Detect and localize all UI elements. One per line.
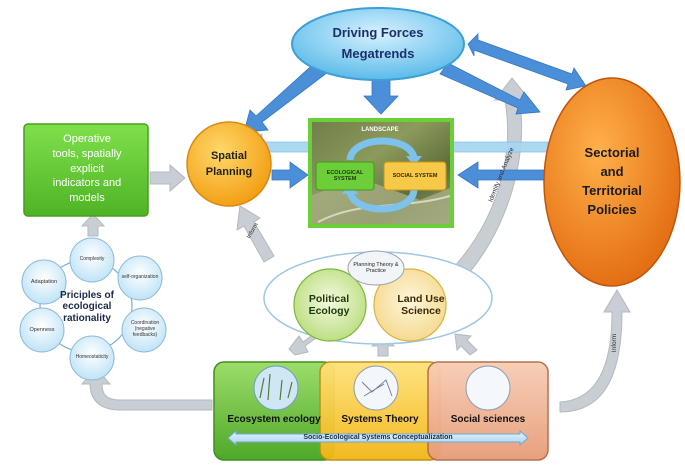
venn-left-label: Political Ecology — [308, 292, 350, 317]
venn-group — [263, 250, 493, 345]
social-sciences-image — [465, 365, 511, 411]
bubble-adaptation — [21, 259, 67, 305]
cycle-arrowhead-top — [406, 156, 422, 166]
principle-self-organization: self-organization — [121, 274, 159, 281]
venn-top-label: Planning Theory & Practice — [353, 261, 399, 274]
cycle-arrow-top — [346, 137, 418, 161]
operative-line3: explicit — [70, 162, 104, 175]
operative-line5: models — [69, 191, 105, 204]
principles-title: Priciples of ecological rationality — [60, 289, 114, 324]
socio-ecological-bar-label: Socio-Ecological Systems Conceptualizati… — [303, 433, 453, 441]
principle-adaptation: Adaptation — [30, 278, 58, 285]
sectorial-policies-ellipse — [543, 77, 681, 287]
arrow-identify-analyze — [454, 77, 532, 273]
inform-right-label: Inform — [611, 333, 619, 353]
socio-ecological-bar — [227, 429, 529, 447]
driving-forces-line1: Driving Forces — [332, 25, 424, 41]
sectorial-line3: Territorial — [582, 183, 642, 198]
bubble-openness — [19, 307, 65, 353]
operative-tools-label: Operative tools, spatially explicit indi… — [28, 126, 146, 212]
arrow-driving-to-sectorial — [439, 62, 541, 115]
ecosystem-image — [253, 365, 299, 411]
ecosystem-reeds — [259, 373, 293, 401]
arrow-operative-to-spatial — [149, 163, 186, 193]
landscape-panel — [308, 118, 454, 228]
principle-coordination: Coordination (negative feedbacks) — [130, 320, 160, 338]
ecosystem-ecology-label: Ecosystem ecology — [227, 414, 321, 426]
principle-homeostaticity: Homeostaticity — [75, 354, 109, 361]
operative-line4: indicators and — [52, 177, 122, 190]
landscape-title: LANDSCAPE — [361, 126, 399, 133]
arrow-inform-spatial — [236, 205, 275, 263]
operative-line2: tools, spatially — [52, 148, 122, 161]
grey-arrows — [80, 77, 631, 413]
venn-top-ellipse — [347, 250, 405, 286]
bubble-self-organization — [117, 255, 163, 301]
systems-theory-label: Systems Theory — [341, 414, 419, 426]
sectorial-line1: Sectorial — [584, 145, 640, 161]
sectorial-line2: and — [600, 164, 624, 180]
arrow-inform-sectorial — [559, 289, 631, 413]
driving-forces-ellipse — [291, 7, 465, 81]
arrow-sectorial-to-landscape — [457, 161, 549, 189]
principle-openness: Openness — [29, 326, 55, 333]
cycle-arrow-bottom — [346, 189, 418, 213]
arrow-up-soc — [454, 333, 478, 356]
sectorial-policies-label: Sectorial and Territorial Policies — [560, 136, 664, 228]
spatial-planning-line1: Spatial — [210, 149, 248, 162]
ecological-system-box — [315, 161, 375, 191]
bubble-homeostaticity — [69, 335, 115, 381]
bubble-complexity — [69, 237, 115, 283]
arrow-driving-sectorial-double — [467, 33, 587, 91]
driving-forces-label: Driving Forces Megatrends — [300, 14, 456, 74]
foundations-panel — [213, 361, 549, 461]
principle-complexity: Complexity — [79, 256, 105, 263]
sectorial-line4: Policies — [587, 201, 637, 217]
operative-line1: Operative — [63, 133, 111, 146]
blue-arrows — [243, 33, 587, 189]
spatial-planning-circle — [186, 121, 272, 207]
venn-right-label: Land Use Science — [397, 292, 445, 317]
venn-left-circle — [293, 268, 367, 342]
social-sciences-label: Social sciences — [450, 414, 526, 426]
social-system-label: SOCIAL SYSTEM — [392, 172, 438, 179]
arrow-up-eco — [288, 333, 317, 356]
spatial-planning-label: Spatial Planning — [192, 144, 266, 184]
venn-right-circle — [373, 268, 447, 342]
systems-sketch — [361, 379, 393, 397]
arrow-spatial-to-landscape — [271, 161, 309, 189]
bubble-coordination — [121, 307, 167, 353]
social-system-box — [383, 161, 447, 191]
principles-cluster — [19, 237, 167, 381]
operative-tools-box — [23, 123, 149, 217]
spatial-planning-line2: Planning — [205, 165, 253, 178]
arrow-driving-to-landscape — [363, 77, 399, 115]
driving-forces-line2: Megatrends — [341, 46, 415, 61]
arrow-principles-to-operative — [80, 213, 106, 237]
ecological-system-label: ECOLOGICAL SYSTEM — [326, 169, 364, 182]
